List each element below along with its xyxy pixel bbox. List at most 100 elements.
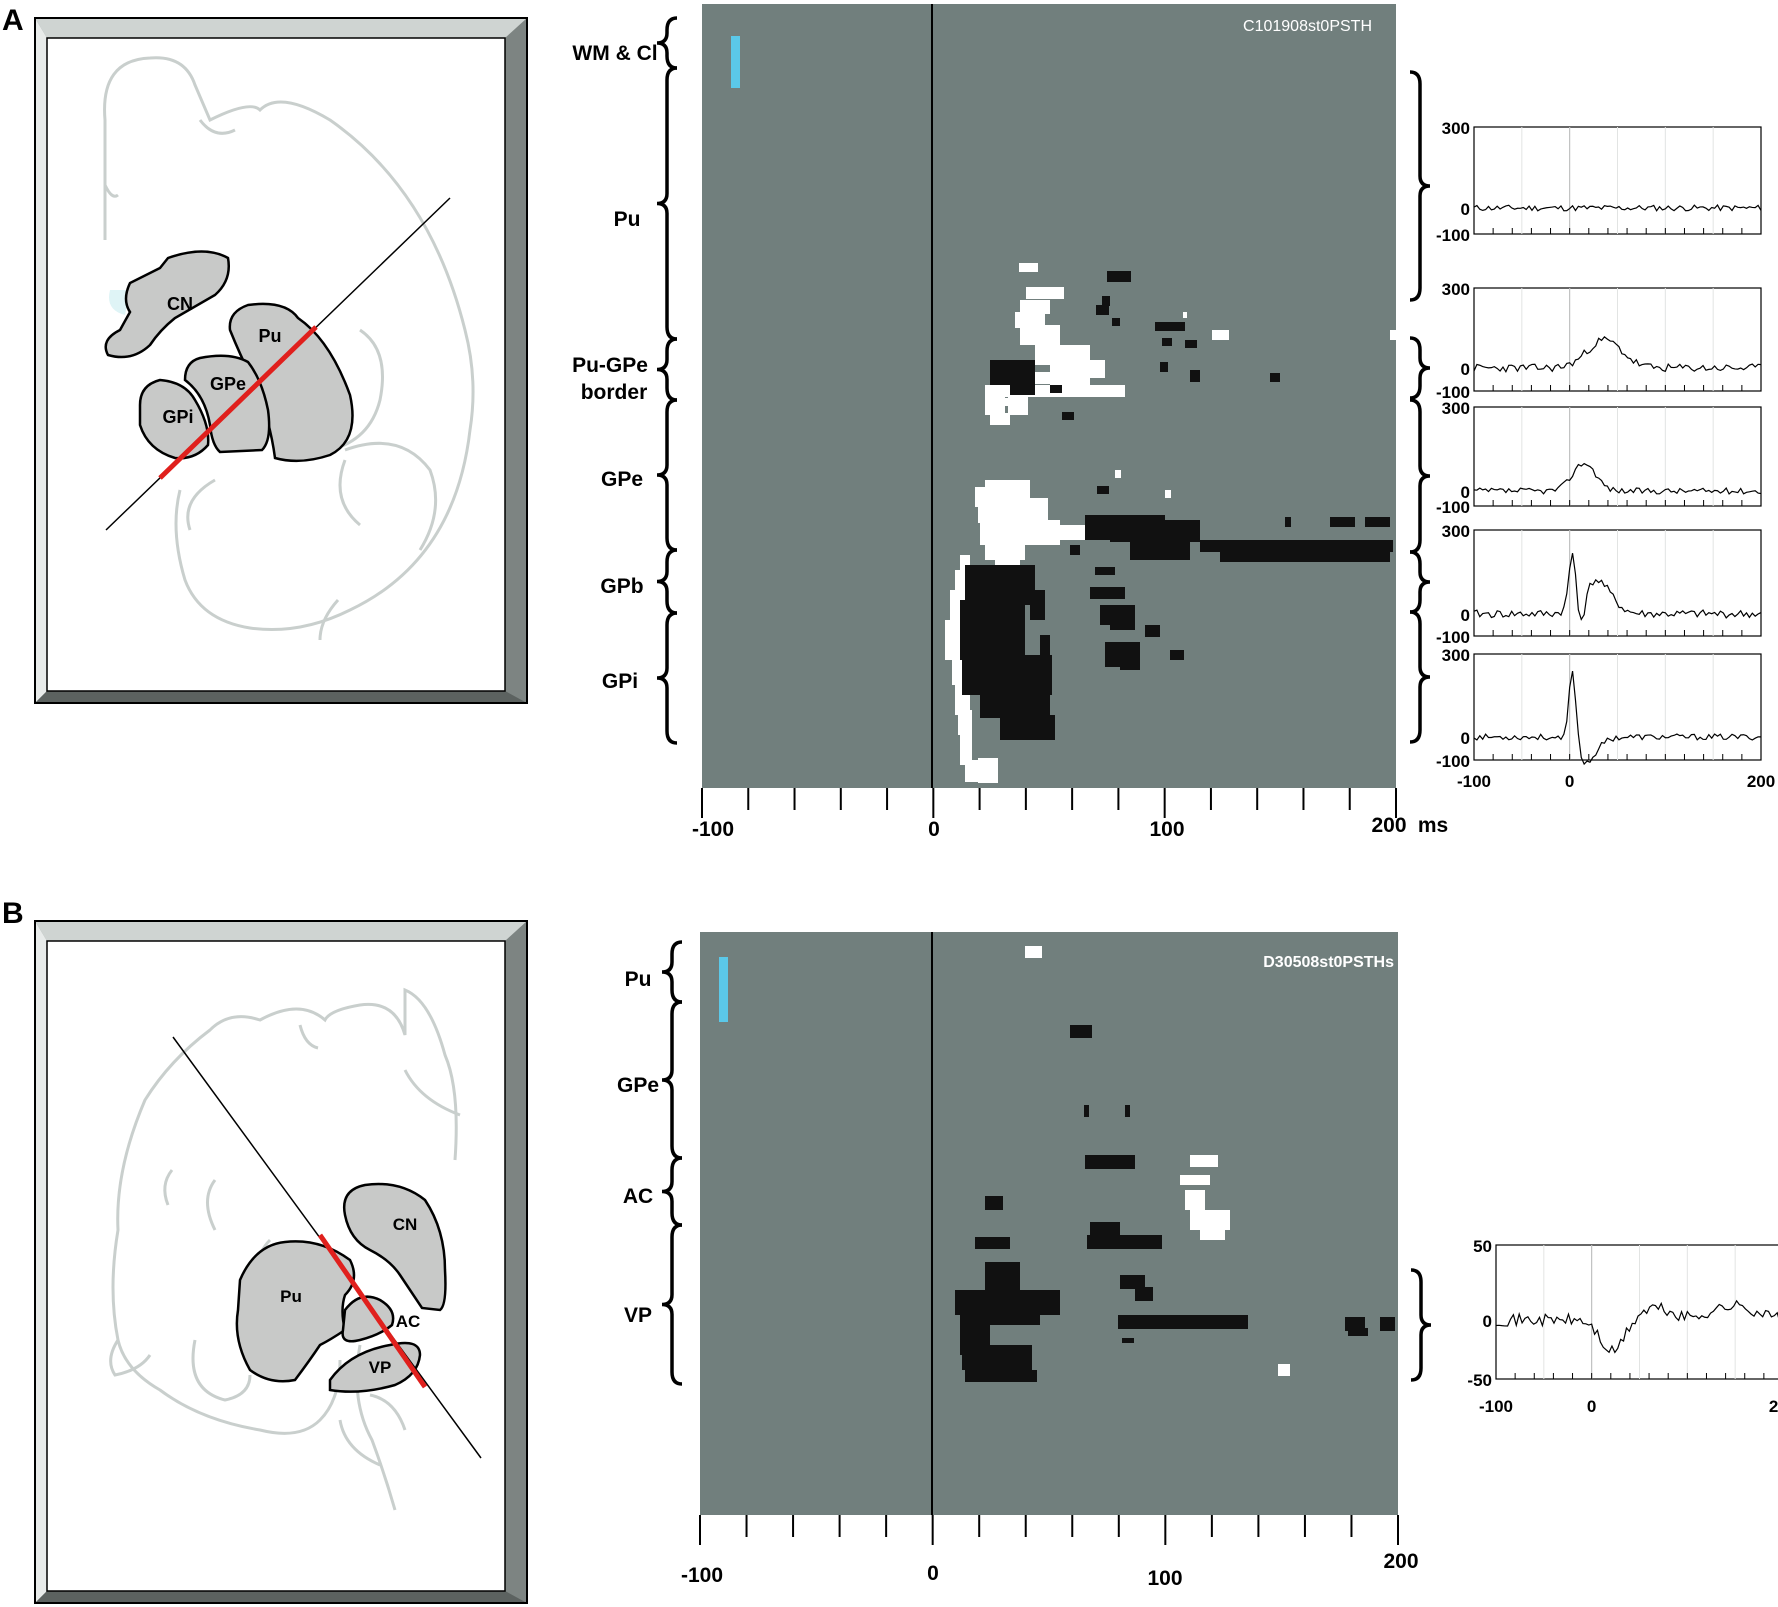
psth-a5-ylabel-2: -100 [1436,752,1470,771]
blob-black-a-23 [1380,517,1390,527]
blob-black-b-16 [1118,1315,1248,1329]
panel-b: B CN Pu AC VP [2,897,1778,1604]
brackets-left-b [661,940,683,1386]
psth-b1-xlabel-1: 0 [1587,1397,1596,1416]
blob-black-b-12 [962,1345,1032,1370]
bracket-right-a-1 [1409,336,1431,400]
blob-white-a-21 [985,545,1025,560]
depth-label-b-vp: VP [624,1304,652,1327]
depth-labels-a: WM & Cl Pu Pu-GPe border GPe GPb GPi [572,42,658,693]
brackets-left-a [656,16,678,745]
psth-a5-xlabel-1: 0 [1565,772,1574,791]
blob-black-a-2 [1102,296,1110,306]
blob-black-a-36 [1000,715,1055,740]
psth-a2-ylabel-1: 0 [1461,360,1470,379]
recording-segment-a [158,325,318,480]
x-ticks-a [701,788,1397,818]
blob-black-a-37 [1030,590,1045,620]
x-unit-a: ms [1418,814,1448,837]
atlas-label-gpi-a: GPi [162,407,193,427]
blob-black-a-30 [1120,655,1140,670]
psth-b1-xlabel-2: 200 [1769,1397,1778,1416]
psth-a1-ylabel-2: -100 [1436,226,1470,245]
depth-label-pugpe-1: Pu-GPe [572,354,648,377]
psth-b1-ylabel-0: 50 [1473,1237,1492,1256]
depth-label-b-gpe: GPe [617,1074,659,1097]
bracket-right-a-2 [1409,398,1431,554]
blob-white-a-35 [978,758,998,783]
psth-b1-ylabel-2: -50 [1467,1371,1492,1390]
depth-label-gpe: GPe [601,468,643,491]
blob-white-a-14 [1390,330,1396,340]
psth-column-a: 3000-1003000-1003000-1003000-1003000-100… [1436,119,1775,791]
bracket-left-a-5 [656,611,678,745]
blob-white-a-1 [1026,287,1064,299]
psth-a1-trace [1473,204,1762,212]
x-tick-label-a-0: -100 [692,818,734,841]
blob-black-a-27 [1110,620,1135,630]
blob-white-b-3 [1185,1190,1205,1210]
blob-white-a-3 [1015,312,1045,328]
blob-black-b-6 [1087,1235,1162,1249]
blob-black-b-20 [1122,1338,1134,1343]
psth-a5-ylabel-0: 300 [1442,646,1470,665]
blob-black-b-13 [965,1370,1037,1382]
depth-label-pugpe-2: border [581,381,648,404]
x-tick-label-b-1: 0 [927,1562,939,1585]
psth-a5-ylabel-1: 0 [1461,729,1470,748]
bracket-left-a-1 [656,66,678,341]
map-background-b [700,932,1398,1515]
bracket-left-a-3 [656,398,678,552]
blob-black-b-1 [1084,1105,1089,1117]
psth-a1-ylabel-1: 0 [1461,200,1470,219]
blob-white-a-37 [1165,490,1171,498]
depth-label-b-ac: AC [623,1185,653,1208]
depth-label-wmcl: WM & Cl [572,42,657,65]
blob-white-a-18 [978,498,1048,523]
x-ticks-b [699,1515,1399,1545]
blob-black-b-2 [1125,1105,1130,1117]
psth-b1-trace [1495,1299,1778,1354]
x-tick-label-a-3: 200 [1371,814,1406,837]
psth-a5-xlabel-0: -100 [1457,772,1491,791]
blob-white-a-33 [960,735,972,765]
map-title-b: D30508st0PSTHs [1263,954,1394,971]
nucleus-vp-b [328,1341,422,1393]
psth-b1-ylabel-1: 0 [1483,1312,1492,1331]
response-map-a: C101908st0PSTH -100 0 100 200 ms [692,4,1448,841]
blob-white-a-20 [1005,525,1085,540]
x-tick-label-b-2: 100 [1147,1567,1182,1590]
blob-white-b-1 [1190,1155,1218,1167]
blob-white-b-6 [1278,1364,1290,1376]
blob-black-b-18 [1348,1328,1368,1336]
depth-label-b-pu: Pu [625,968,652,991]
blob-white-a-29 [945,620,963,660]
blob-black-a-13 [1062,412,1074,420]
atlas-frame-a [34,17,528,704]
blob-white-a-10 [985,395,1005,415]
blob-black-b-17 [1345,1317,1365,1331]
psth-a4-ylabel-0: 300 [1442,522,1470,541]
response-map-b: D30508st0PSTHs -100 0 100 200 [681,932,1419,1590]
stim-marker-a [731,36,740,88]
x-tick-label-a-1: 0 [928,818,940,841]
depth-label-pu: Pu [614,208,641,231]
blob-black-a-28 [1145,625,1160,637]
blob-black-a-4 [1155,322,1185,331]
bracket-right-a-0 [1409,70,1431,302]
psth-a3-trace [1473,462,1762,495]
blob-black-b-15 [1135,1287,1153,1301]
x-tick-label-a-2: 100 [1149,818,1184,841]
blob-black-b-8 [985,1262,1020,1292]
blob-black-a-38 [1040,635,1050,655]
blob-white-b-2 [1180,1175,1210,1185]
psth-a4-trace [1473,553,1762,621]
blob-black-a-12 [1050,385,1062,393]
psth-a2-ylabel-0: 300 [1442,280,1470,299]
brackets-right-b [1410,1268,1432,1382]
map-b-responses [955,946,1395,1382]
panel-a: A CN Pu GPe GPi [2,4,1775,841]
nucleus-ac-b [341,1295,395,1343]
psth-a3-ylabel-0: 300 [1442,399,1470,418]
blob-black-a-34 [962,655,1052,695]
